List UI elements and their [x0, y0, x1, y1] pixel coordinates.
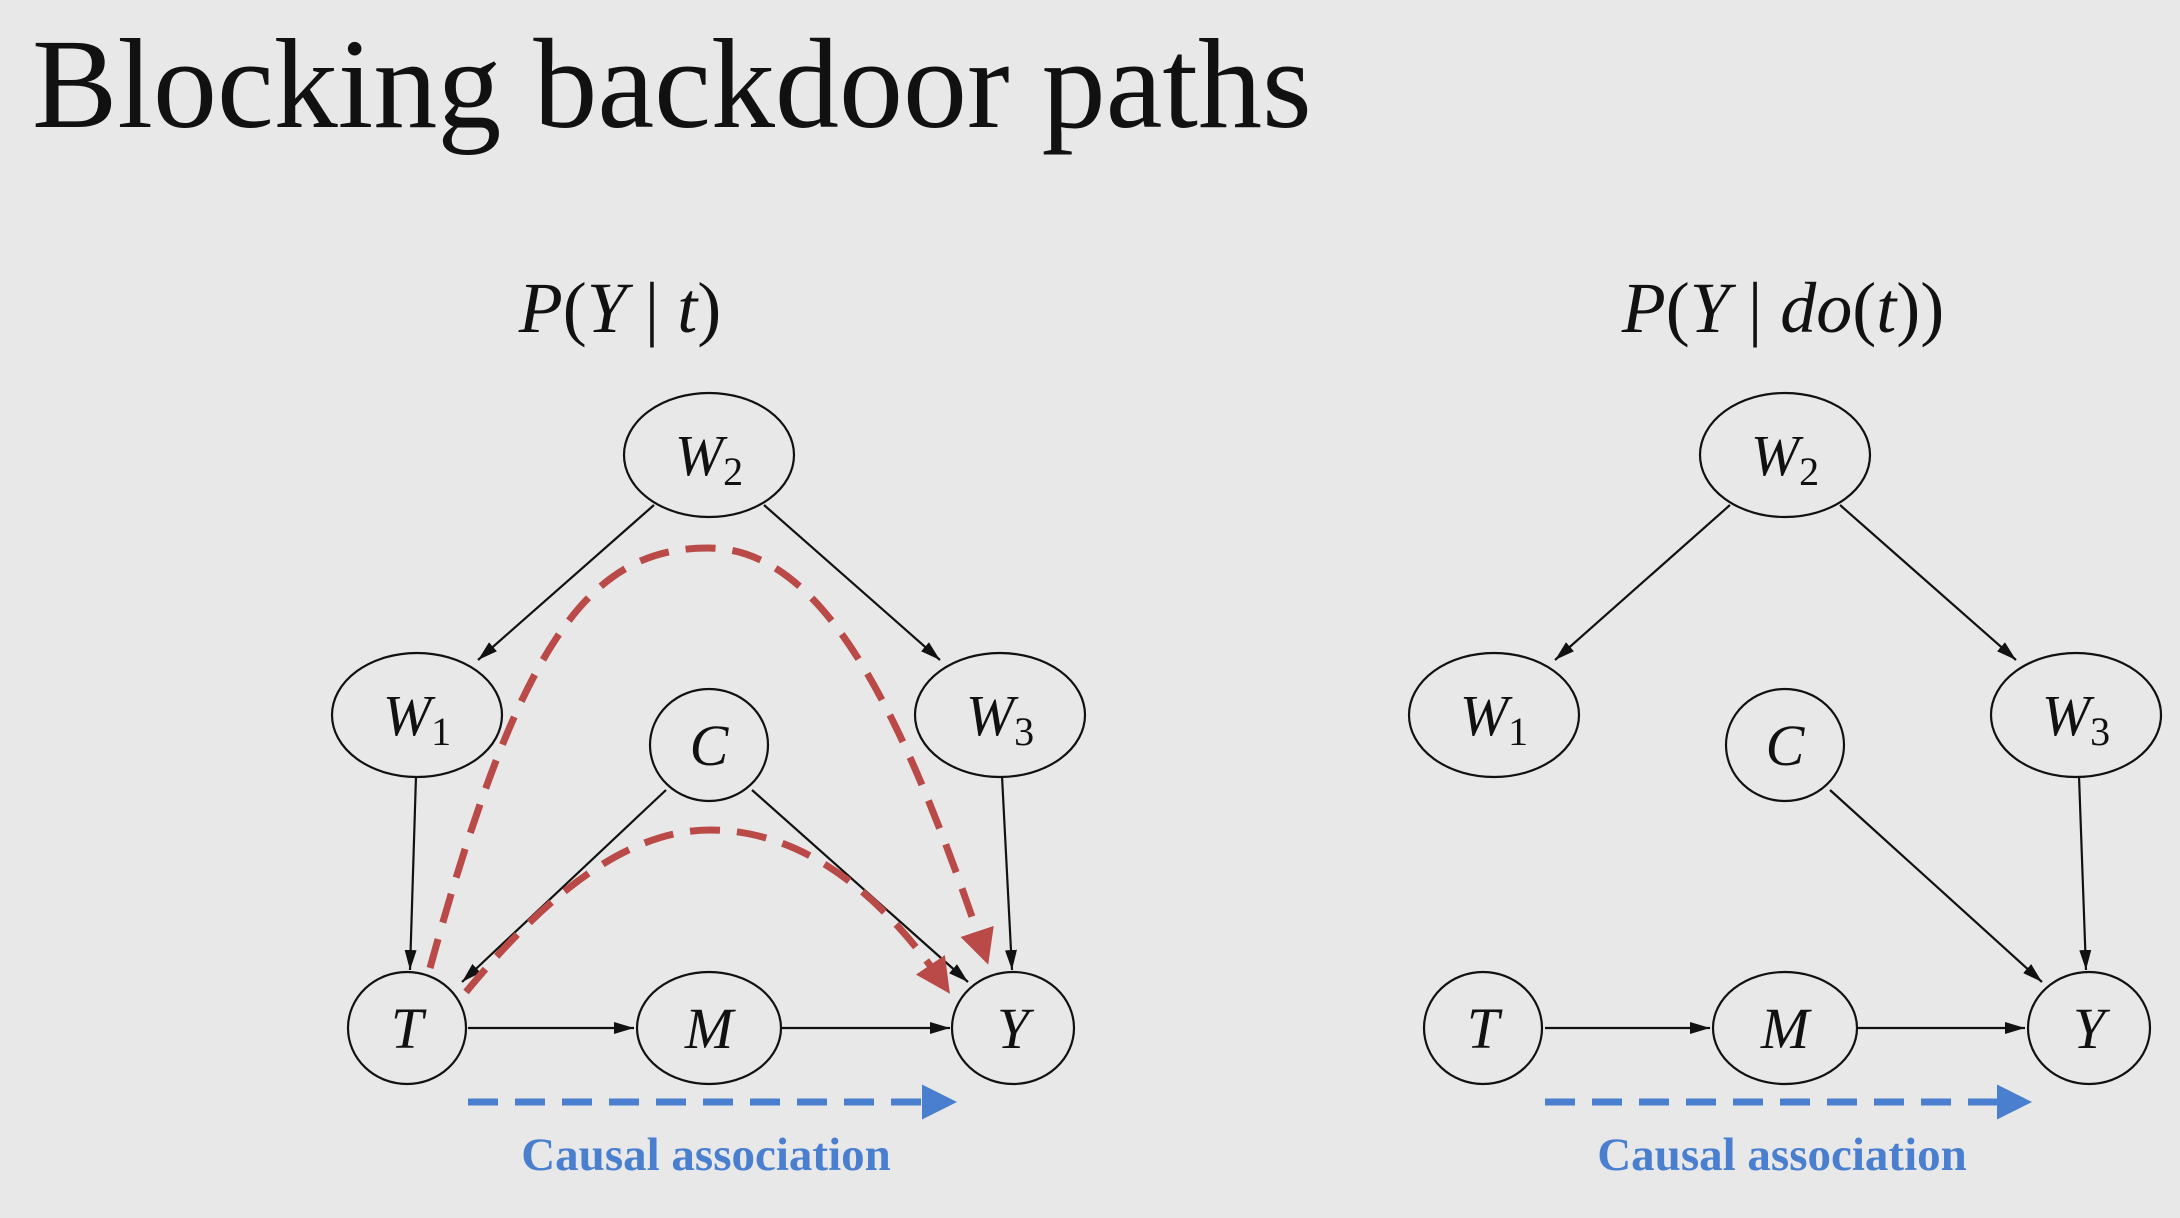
svg-text:C: C	[1766, 713, 1806, 778]
right-panel: P(Y | do(t)) W2 W1 W3 C T	[1407, 268, 2163, 1181]
svg-text:M: M	[1760, 996, 1812, 1061]
right-formula: P(Y | do(t))	[1621, 268, 1944, 348]
svg-text:W1: W1	[1460, 683, 1528, 754]
node-c: C	[1724, 687, 1846, 803]
causal-association-label: Causal association	[521, 1129, 891, 1181]
edge-w3-y	[2077, 775, 2092, 971]
svg-text:W3: W3	[966, 683, 1034, 754]
node-t: T	[1422, 970, 1544, 1086]
edge-c-y	[751, 789, 969, 983]
edge-w2-w1	[477, 504, 655, 661]
svg-text:T: T	[391, 996, 427, 1061]
node-m: M	[1711, 970, 1859, 1086]
svg-text:W2: W2	[1751, 423, 1819, 494]
node-w1: W1	[330, 651, 504, 779]
backdoor-path-via-c	[463, 826, 950, 995]
svg-text:W2: W2	[675, 423, 743, 494]
edge-c-t	[461, 789, 667, 983]
svg-text:C: C	[690, 713, 730, 778]
node-w3: W3	[1989, 651, 2163, 779]
edge-w3-y	[1000, 775, 1017, 971]
node-w1: W1	[1407, 651, 1581, 779]
left-panel: P(Y | t) W2 W1 W3 C	[330, 268, 1087, 1181]
left-formula: P(Y | t)	[518, 268, 721, 348]
edge-c-y	[1829, 789, 2043, 983]
node-m: M	[635, 970, 783, 1086]
right-edges	[1545, 504, 2092, 1034]
left-edges	[404, 504, 1017, 1034]
edge-w2-w3	[1839, 504, 2017, 661]
svg-text:T: T	[1467, 996, 1503, 1061]
slide-title: Blocking backdoor paths	[32, 13, 1312, 155]
backdoor-path-via-w2	[426, 544, 994, 969]
node-y: Y	[950, 970, 1076, 1086]
node-t: T	[346, 970, 468, 1086]
edge-w2-w3	[763, 504, 941, 661]
svg-text:W3: W3	[2042, 683, 2110, 754]
svg-text:Y: Y	[2073, 996, 2111, 1061]
edge-w2-w1	[1554, 504, 1731, 661]
svg-text:Y: Y	[997, 996, 1035, 1061]
causal-association-label: Causal association	[1597, 1129, 1967, 1181]
node-y: Y	[2026, 970, 2152, 1086]
node-c: C	[648, 687, 770, 803]
node-w2: W2	[622, 391, 796, 519]
svg-text:M: M	[684, 996, 736, 1061]
svg-text:W1: W1	[383, 683, 451, 754]
edge-w1-t	[404, 775, 418, 971]
node-w3: W3	[913, 651, 1087, 779]
node-w2: W2	[1698, 391, 1872, 519]
